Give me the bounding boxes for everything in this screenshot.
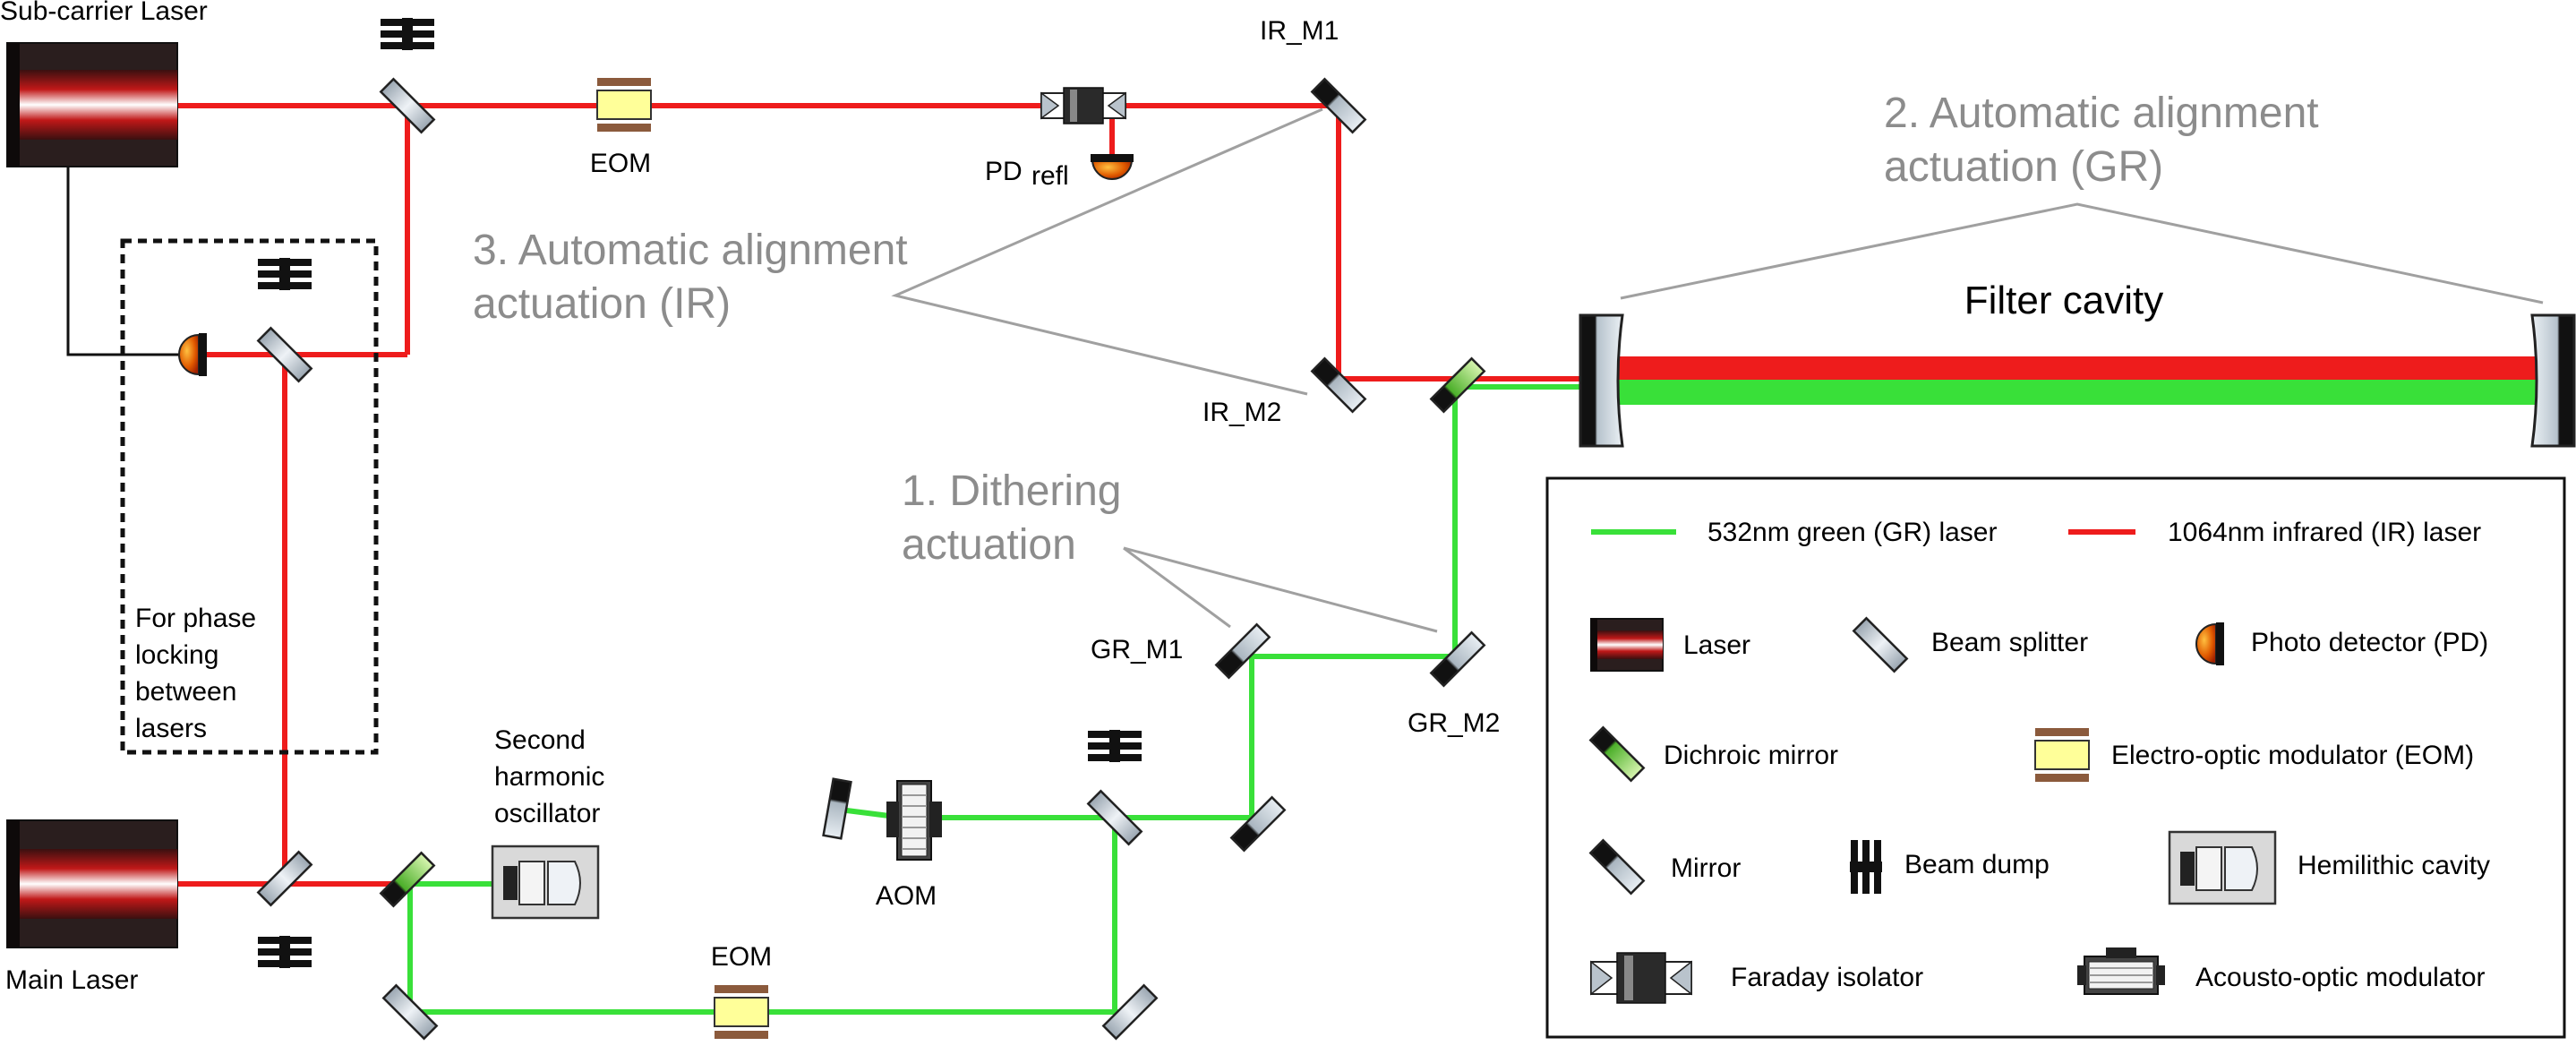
- mirror-aom-turn: [1230, 796, 1286, 852]
- eom-bottom-label: EOM: [711, 942, 772, 972]
- cavity-input-mirror: [1579, 313, 1624, 448]
- ir-m2-label: IR_M2: [1202, 398, 1281, 427]
- eom-top-label: EOM: [590, 149, 651, 178]
- legend-beam-dump-icon: [1850, 840, 1882, 894]
- legend-laser: Laser: [1683, 630, 1750, 660]
- gr-m1-mirror: [1215, 623, 1271, 679]
- refl-label: refl: [1031, 161, 1069, 191]
- pd-label: PD: [985, 157, 1023, 186]
- phase-locking-box: [120, 238, 379, 755]
- aa-ir-annotation-line-2: actuation (IR): [473, 280, 731, 328]
- sub-carrier-laser: [6, 42, 178, 167]
- beam-dump-aom: [1088, 730, 1142, 762]
- pd-signal-wire: [66, 167, 184, 356]
- shg-label-line-2: harmonic: [494, 762, 604, 792]
- gr-m1-label: GR_M1: [1091, 635, 1183, 664]
- cavity-green-field: [1616, 380, 2538, 405]
- beam-dump-top: [381, 18, 434, 50]
- legend-faraday-icon: [1590, 952, 1692, 1004]
- aom: [886, 780, 942, 861]
- phase-locking-label-line-4: lasers: [135, 714, 207, 743]
- cavity-end-mirror: [2530, 313, 2576, 448]
- legend-hemilithic-icon: [2168, 830, 2277, 905]
- aa-gr-annotation-line-2: actuation (GR): [1884, 143, 2163, 191]
- ir-beam-paths: [175, 103, 1585, 887]
- phase-locking-label-line-2: locking: [135, 640, 218, 670]
- legend-eom: Electro-optic modulator (EOM): [2111, 741, 2474, 770]
- legend-ir-laser: 1064nm infrared (IR) laser: [2168, 518, 2481, 547]
- legend-green-laser: 532nm green (GR) laser: [1707, 518, 1997, 547]
- sub-carrier-laser-label: Sub-carrier Laser: [0, 0, 208, 26]
- beam-dump-main: [258, 936, 312, 968]
- aa-ir-annotation-line-1: 3. Automatic alignment: [473, 227, 908, 274]
- beam-dump-phase-lock: [258, 258, 312, 290]
- aa-gr-annotation-line-1: 2. Automatic alignment: [1884, 90, 2319, 137]
- main-laser-label: Main Laser: [5, 965, 138, 995]
- legend-mirror: Mirror: [1671, 853, 1741, 883]
- dithering-annotation-line-2: actuation: [902, 521, 1076, 569]
- legend-beam-splitter: Beam splitter: [1931, 628, 2088, 657]
- legend-faraday-isolator: Faraday isolator: [1731, 963, 1923, 992]
- eom-top: [596, 77, 652, 133]
- legend-aom-icon: [2077, 947, 2165, 995]
- gr-m2-label: GR_M2: [1408, 708, 1500, 738]
- legend-aom: Acousto-optic modulator: [2195, 963, 2486, 992]
- legend-photo-detector: Photo detector (PD): [2251, 628, 2488, 657]
- legend-beam-dump: Beam dump: [1904, 850, 2050, 879]
- phase-locking-label-line-1: For phase: [135, 604, 256, 633]
- legend-laser-icon: [1590, 618, 1664, 672]
- aom-retro-mirror: [822, 777, 852, 840]
- legend-dichroic-mirror: Dichroic mirror: [1664, 741, 1838, 770]
- annotation-leaders: [891, 107, 2544, 633]
- shg-label-line-3: oscillator: [494, 799, 600, 828]
- legend-hemilithic-cavity: Hemilithic cavity: [2298, 851, 2490, 880]
- cavity-ir-field: [1616, 356, 2538, 380]
- ir-m1-label: IR_M1: [1260, 16, 1339, 46]
- shg-label-line-1: Second: [494, 725, 586, 755]
- faraday-isolator: [1040, 87, 1126, 124]
- main-laser: [6, 819, 178, 948]
- legend-eom-icon: [2034, 727, 2090, 783]
- shg-hemilithic-cavity: [491, 845, 600, 920]
- phase-locking-label-line-3: between: [135, 677, 236, 707]
- refl-photodetector: [1091, 154, 1134, 180]
- aom-label: AOM: [876, 881, 937, 911]
- legend: 532nm green (GR) laser 1064nm infrared (…: [1545, 476, 2566, 1039]
- dithering-annotation-line-1: 1. Dithering: [902, 467, 1121, 515]
- filter-cavity-label: Filter cavity: [1964, 279, 2163, 322]
- filter-cavity: Filter cavity: [1579, 279, 2576, 448]
- legend-photodetector-icon: [2195, 622, 2224, 665]
- phase-lock-photodetector: [178, 333, 207, 376]
- eom-bottom: [714, 984, 769, 1040]
